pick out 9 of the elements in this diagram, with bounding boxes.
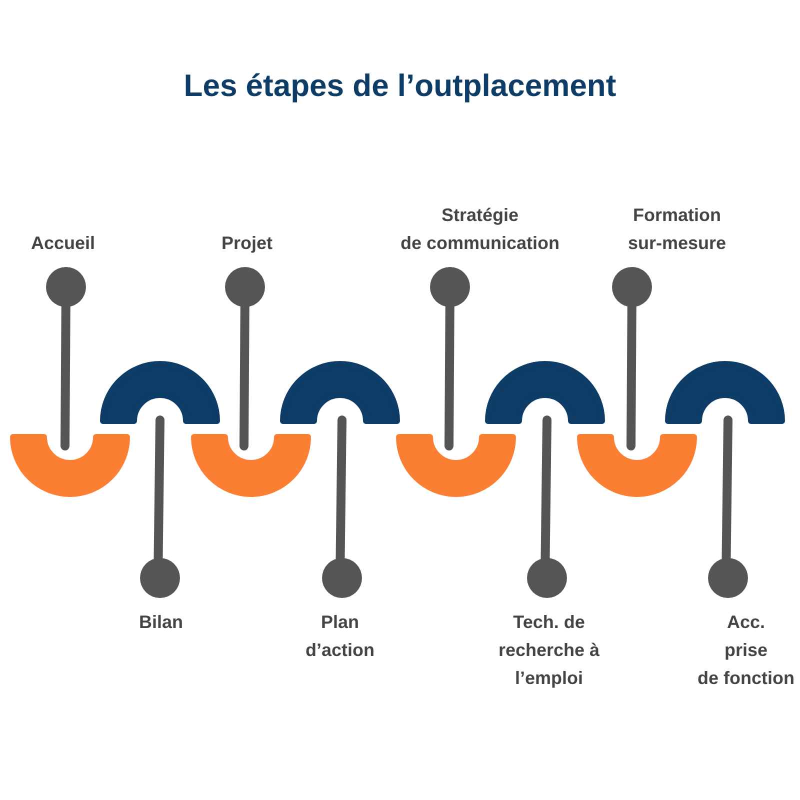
step-label: Stratégie de communication: [399, 204, 561, 255]
step-label: Formation sur-mesure: [626, 204, 728, 255]
step-label: Acc. prise de fonction: [696, 611, 796, 690]
step-label: Projet: [220, 232, 274, 255]
step-label: Accueil: [30, 232, 96, 255]
title: Les étapes de l’outplacement: [182, 68, 618, 104]
step-label: Bilan: [138, 611, 184, 634]
step-label: Tech. de recherche à l’emploi: [497, 611, 601, 690]
step-label: Plan d’action: [304, 611, 376, 662]
